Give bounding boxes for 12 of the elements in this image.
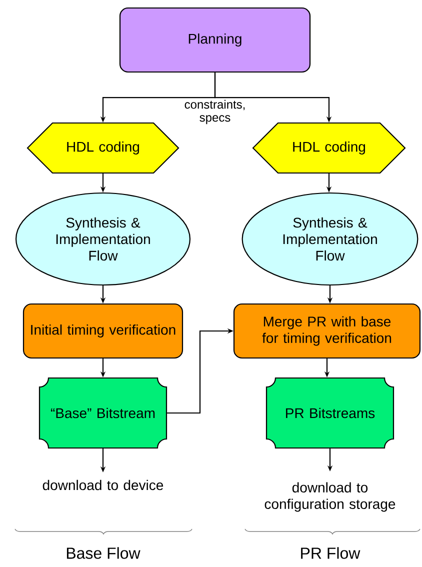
process-box: Planning [119, 7, 311, 73]
bitstream-box: “Base” Bitstream [38, 377, 168, 449]
output-text: download to configuration storage [264, 482, 396, 512]
output-text: download to device [42, 480, 164, 490]
bitstream-box: PR Bitstreams [266, 377, 394, 449]
process-box: Merge PR with base for timing verification [233, 303, 421, 359]
flow-label: Base Flow [66, 547, 140, 559]
process-box: Initial timing verification [22, 303, 184, 359]
edge-label: constraints, specs [184, 100, 245, 124]
flow-label: PR Flow [301, 547, 360, 559]
hexagon-box: HDL coding [26, 122, 180, 174]
hexagon-box: HDL coding [252, 122, 406, 174]
